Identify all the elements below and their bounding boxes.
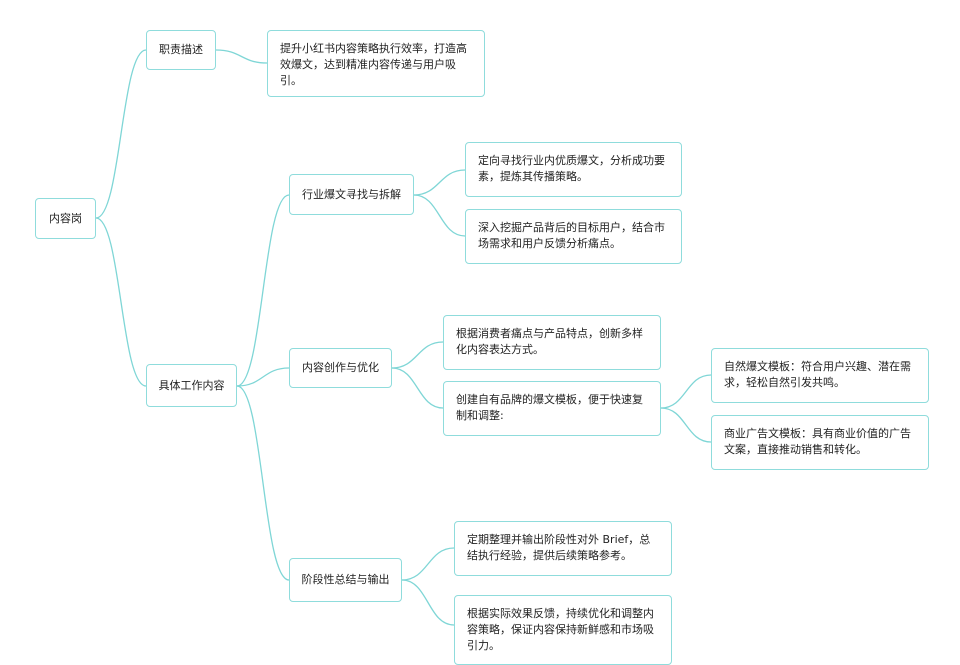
connector-line (401, 579, 455, 626)
connector-line (391, 367, 444, 409)
duty-node[interactable]: 职责描述 (146, 30, 216, 70)
section-label: 阶段性总结与输出 (301, 573, 390, 586)
item-node[interactable]: 根据实际效果反馈，持续优化和调整内容策略，保证内容保持新鲜感和市场吸引力。 (454, 595, 672, 665)
connector-line (95, 217, 147, 387)
connector-line (236, 194, 290, 387)
duty-description-node[interactable]: 提升小红书内容策略执行效率，打造高效爆文，达到精准内容传递与用户吸引。 (267, 30, 485, 97)
work-node[interactable]: 具体工作内容 (146, 364, 237, 407)
item-node[interactable]: 定期整理并输出阶段性对外 Brief，总结执行经验，提供后续策略参考。 (454, 521, 672, 576)
item-text: 深入挖掘产品背后的目标用户，结合市场需求和用户反馈分析痛点。 (478, 221, 665, 250)
connector-line (215, 49, 268, 64)
section-node-content-creation[interactable]: 内容创作与优化 (289, 348, 392, 388)
connector-line (236, 385, 290, 581)
template-node-natural[interactable]: 自然爆文模板：符合用户兴趣、潜在需求，轻松自然引发共鸣。 (711, 348, 929, 403)
section-label: 行业爆文寻找与拆解 (302, 187, 401, 201)
section-label: 内容创作与优化 (302, 361, 379, 374)
duty-description-text: 提升小红书内容策略执行效率，打造高效爆文，达到精准内容传递与用户吸引。 (280, 42, 467, 87)
item-text: 定期整理并输出阶段性对外 Brief，总结执行经验，提供后续策略参考。 (467, 533, 651, 562)
connector-line (660, 374, 712, 409)
connector-line (236, 367, 290, 387)
template-text: 自然爆文模板：符合用户兴趣、潜在需求，轻松自然引发共鸣。 (724, 360, 911, 389)
item-text: 根据实际效果反馈，持续优化和调整内容策略，保证内容保持新鲜感和市场吸引力。 (467, 607, 654, 652)
template-node-commercial[interactable]: 商业广告文模板：具有商业价值的广告文案，直接推动销售和转化。 (711, 415, 929, 470)
connector-line (413, 169, 466, 196)
item-text: 创建自有品牌的爆文模板，便于快速复制和调整: (456, 393, 643, 422)
root-node-label: 内容岗 (49, 211, 82, 225)
item-node-template-parent[interactable]: 创建自有品牌的爆文模板，便于快速复制和调整: (443, 381, 661, 436)
connector-line (413, 194, 466, 237)
root-node[interactable]: 内容岗 (35, 198, 96, 239)
work-node-label: 具体工作内容 (158, 378, 225, 392)
connector-line (660, 407, 712, 443)
connector-line (95, 49, 147, 219)
item-text: 定向寻找行业内优质爆文，分析成功要素，提炼其传播策略。 (478, 154, 665, 183)
item-text: 根据消费者痛点与产品特点，创新多样化内容表达方式。 (456, 327, 643, 356)
section-node-industry-analysis[interactable]: 行业爆文寻找与拆解 (289, 174, 414, 215)
template-text: 商业广告文模板：具有商业价值的广告文案，直接推动销售和转化。 (724, 427, 911, 456)
item-node[interactable]: 深入挖掘产品背后的目标用户，结合市场需求和用户反馈分析痛点。 (465, 209, 682, 264)
duty-node-label: 职责描述 (159, 43, 203, 56)
section-node-summary-output[interactable]: 阶段性总结与输出 (289, 558, 402, 602)
item-node[interactable]: 根据消费者痛点与产品特点，创新多样化内容表达方式。 (443, 315, 661, 370)
connector-line (401, 547, 455, 581)
connector-line (391, 341, 444, 369)
item-node[interactable]: 定向寻找行业内优质爆文，分析成功要素，提炼其传播策略。 (465, 142, 682, 197)
